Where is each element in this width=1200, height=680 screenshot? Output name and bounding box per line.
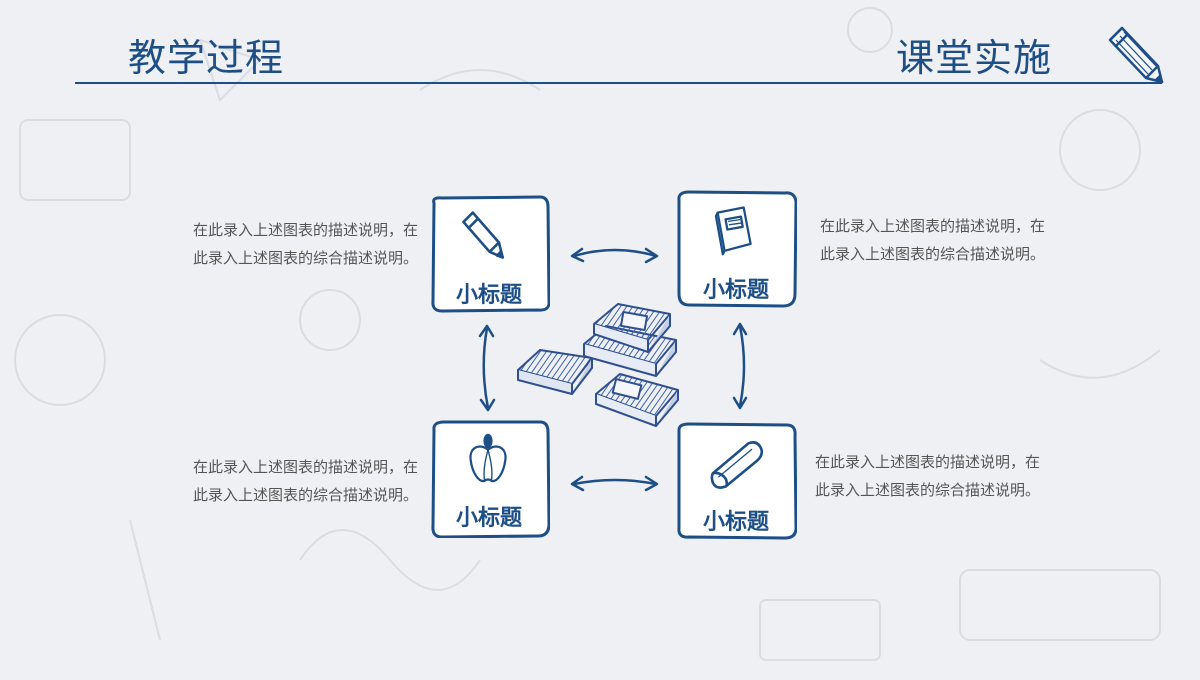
card-frame (677, 190, 797, 308)
subsection-title: 课堂实施 (896, 36, 1053, 80)
pencil-icon (462, 211, 504, 259)
description-line: 在此录入上述图表的描述说明，在 (820, 217, 1046, 235)
description-line: 此录入上述图表的综合描述说明。 (192, 486, 418, 504)
card-frame (431, 195, 550, 313)
description-line: 此录入上述图表的综合描述说明。 (820, 245, 1046, 263)
card-title: 小标题 (455, 505, 522, 531)
description-line: 在此录入上述图表的描述说明，在 (815, 453, 1041, 471)
card-title: 小标题 (702, 509, 769, 535)
card-bottom-left[interactable]: 小标题 (428, 420, 550, 538)
card-title: 小标题 (702, 277, 769, 303)
description-bottom-left: 在此录入上述图表的描述说明，在 此录入上述图表的综合描述说明。 (128, 453, 418, 509)
description-line: 此录入上述图表的综合描述说明。 (815, 481, 1041, 499)
description-line: 在此录入上述图表的描述说明，在 (192, 221, 418, 239)
section-title: 教学过程 (128, 36, 285, 80)
description-bottom-right: 在此录入上述图表的描述说明，在 此录入上述图表的综合描述说明。 (815, 448, 1105, 504)
card-top-left[interactable]: 小标题 (428, 195, 550, 313)
card-title: 小标题 (455, 282, 522, 308)
book-icon (714, 206, 752, 256)
books-stack-icon (517, 303, 679, 427)
card-top-right[interactable]: 小标题 (675, 190, 797, 308)
pencil-icon (1108, 26, 1164, 84)
description-top-left: 在此录入上述图表的描述说明，在 此录入上述图表的综合描述说明。 (128, 216, 418, 272)
description-line: 此录入上述图表的综合描述说明。 (192, 249, 418, 267)
description-top-right: 在此录入上述图表的描述说明，在 此录入上述图表的综合描述说明。 (820, 212, 1110, 268)
header-divider (75, 82, 1162, 84)
apple-icon (469, 433, 507, 483)
description-line: 在此录入上述图表的描述说明，在 (192, 458, 418, 476)
card-frame (677, 422, 797, 540)
eraser-icon (710, 441, 764, 489)
card-bottom-right[interactable]: 小标题 (675, 422, 797, 540)
